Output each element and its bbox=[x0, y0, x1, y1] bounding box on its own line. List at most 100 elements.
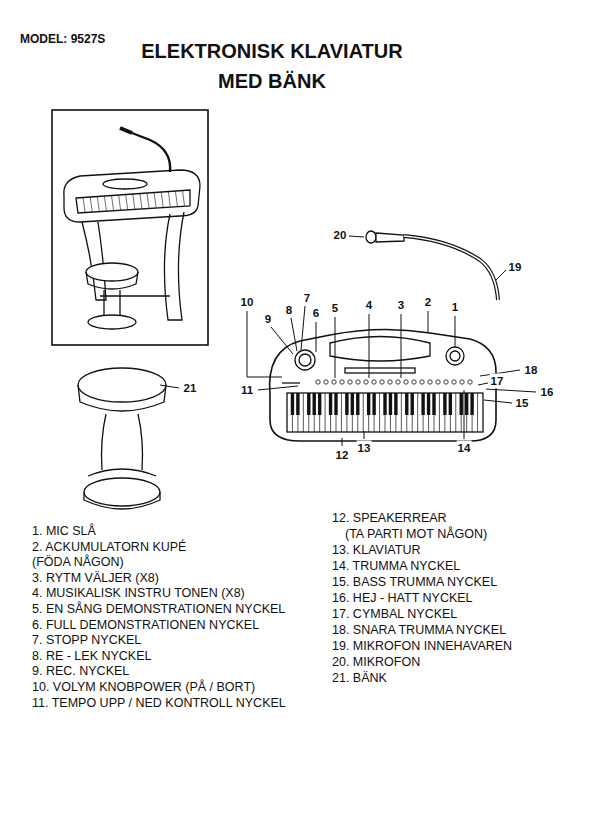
parts-list-item: 20. MIKROFON bbox=[332, 655, 420, 670]
parts-list-item: 2. ACKUMULATORN KUPÉ bbox=[32, 540, 186, 555]
black-key bbox=[307, 393, 310, 415]
black-key bbox=[318, 393, 321, 415]
callout-number: 6 bbox=[312, 306, 320, 321]
button bbox=[364, 380, 368, 384]
black-key bbox=[383, 393, 386, 415]
small-key bbox=[83, 198, 85, 213]
callout-number: 5 bbox=[331, 301, 339, 316]
black-key bbox=[449, 393, 452, 415]
button bbox=[444, 380, 448, 384]
parts-list-item: 7. STOPP NYCKEL bbox=[32, 633, 141, 648]
callout-number: 17 bbox=[490, 374, 505, 389]
parts-list-item: 15. BASS TRUMMA NYCKEL bbox=[332, 575, 497, 590]
button bbox=[316, 380, 320, 384]
parts-list-item: 19. MIKROFON INNEHAVAREN bbox=[332, 639, 512, 654]
parts-list-item: 5. EN SÅNG DEMONSTRATIONEN NYCKEL bbox=[32, 602, 285, 617]
parts-list-item: 8. RE - LEK NYCKEL bbox=[32, 649, 152, 664]
callout-number: 1 bbox=[451, 300, 459, 315]
parts-list-item: 18. SNARA TRUMMA NYCKEL bbox=[332, 623, 506, 638]
callout-number: 15 bbox=[515, 396, 530, 411]
keyboard-with-stand bbox=[64, 128, 200, 329]
small-key bbox=[90, 197, 92, 212]
black-key bbox=[329, 393, 332, 415]
parts-list-item: 4. MUSIKALISK INSTRU TONEN (X8) bbox=[32, 586, 245, 601]
parts-list-item: 17. CYMBAL NYCKEL bbox=[332, 607, 457, 622]
small-key bbox=[183, 191, 185, 206]
callout-number: 14 bbox=[457, 441, 472, 456]
white-key bbox=[341, 393, 342, 432]
parts-list-item: 21. BÄNK bbox=[332, 671, 387, 686]
leader-lines bbox=[160, 236, 536, 446]
button bbox=[332, 380, 336, 384]
parts-list-item: 6. FULL DEMONSTRATIONEN NYCKEL bbox=[32, 618, 259, 633]
parts-list-item: 10. VOLYM KNOBPOWER (PÅ / BORT) bbox=[32, 680, 255, 695]
callout-number: 12 bbox=[335, 448, 350, 463]
parts-list-item: 11. TEMPO UPP / NED KONTROLL NYCKEL bbox=[32, 696, 286, 711]
button bbox=[468, 380, 472, 384]
microphone bbox=[366, 231, 498, 300]
white-key bbox=[303, 393, 304, 432]
callout-number: 19 bbox=[508, 260, 523, 275]
callout-number: 4 bbox=[365, 298, 373, 313]
callout-number: 8 bbox=[285, 303, 293, 318]
white-key bbox=[325, 393, 326, 432]
white-key bbox=[439, 393, 440, 432]
white-key bbox=[455, 393, 456, 432]
white-key bbox=[401, 393, 402, 432]
callout-number: 2 bbox=[424, 295, 432, 310]
black-key bbox=[421, 393, 424, 415]
black-key bbox=[427, 393, 430, 415]
parts-list-item: 12. SPEAKERREAR bbox=[332, 511, 447, 526]
small-key bbox=[154, 193, 156, 208]
small-key bbox=[147, 193, 149, 208]
button bbox=[396, 380, 400, 384]
black-key bbox=[345, 393, 348, 415]
parts-list-item: 9. REC. NYCKEL bbox=[32, 664, 129, 679]
black-key bbox=[313, 393, 316, 415]
black-key bbox=[465, 393, 468, 415]
black-key bbox=[351, 393, 354, 415]
callout-number: 9 bbox=[264, 312, 272, 327]
black-key bbox=[460, 393, 463, 415]
button bbox=[324, 380, 328, 384]
bench bbox=[78, 368, 166, 509]
parts-list-item: (TA PARTI MOT NÅGON) bbox=[345, 527, 487, 542]
button bbox=[404, 380, 408, 384]
black-key bbox=[291, 393, 294, 415]
black-key bbox=[372, 393, 375, 415]
button bbox=[340, 380, 344, 384]
small-key bbox=[175, 191, 177, 206]
black-key bbox=[443, 393, 446, 415]
callout-number: 20 bbox=[333, 228, 348, 243]
button bbox=[460, 380, 464, 384]
small-key bbox=[97, 197, 99, 212]
button bbox=[420, 380, 424, 384]
picture-frame bbox=[52, 110, 208, 345]
button bbox=[436, 380, 440, 384]
white-key bbox=[363, 393, 364, 432]
black-key bbox=[405, 393, 408, 415]
callout-number: 16 bbox=[540, 385, 555, 400]
black-key bbox=[389, 393, 392, 415]
button bbox=[380, 380, 384, 384]
model-number: MODEL: 9527S bbox=[20, 32, 105, 47]
small-key bbox=[119, 195, 121, 210]
button bbox=[452, 380, 456, 384]
small-key bbox=[126, 195, 128, 210]
black-key bbox=[470, 393, 473, 415]
small-key bbox=[104, 196, 106, 211]
parts-list-item: 13. KLAVIATUR bbox=[332, 543, 420, 558]
parts-list-item: 3. RYTM VÄLJER (X8) bbox=[32, 571, 159, 586]
black-key bbox=[296, 393, 299, 415]
black-key bbox=[367, 393, 370, 415]
button bbox=[356, 380, 360, 384]
black-key bbox=[334, 393, 337, 415]
parts-list-item: 1. MIC SLÅ bbox=[32, 524, 96, 539]
button bbox=[372, 380, 376, 384]
callout-number: 18 bbox=[524, 363, 539, 378]
parts-list-item: 16. HEJ - HATT NYCKEL bbox=[332, 591, 473, 606]
white-key bbox=[379, 393, 380, 432]
display bbox=[330, 337, 430, 362]
button bbox=[412, 380, 416, 384]
title: ELEKTRONISK KLAVIATUR MED BÄNK bbox=[132, 36, 412, 96]
